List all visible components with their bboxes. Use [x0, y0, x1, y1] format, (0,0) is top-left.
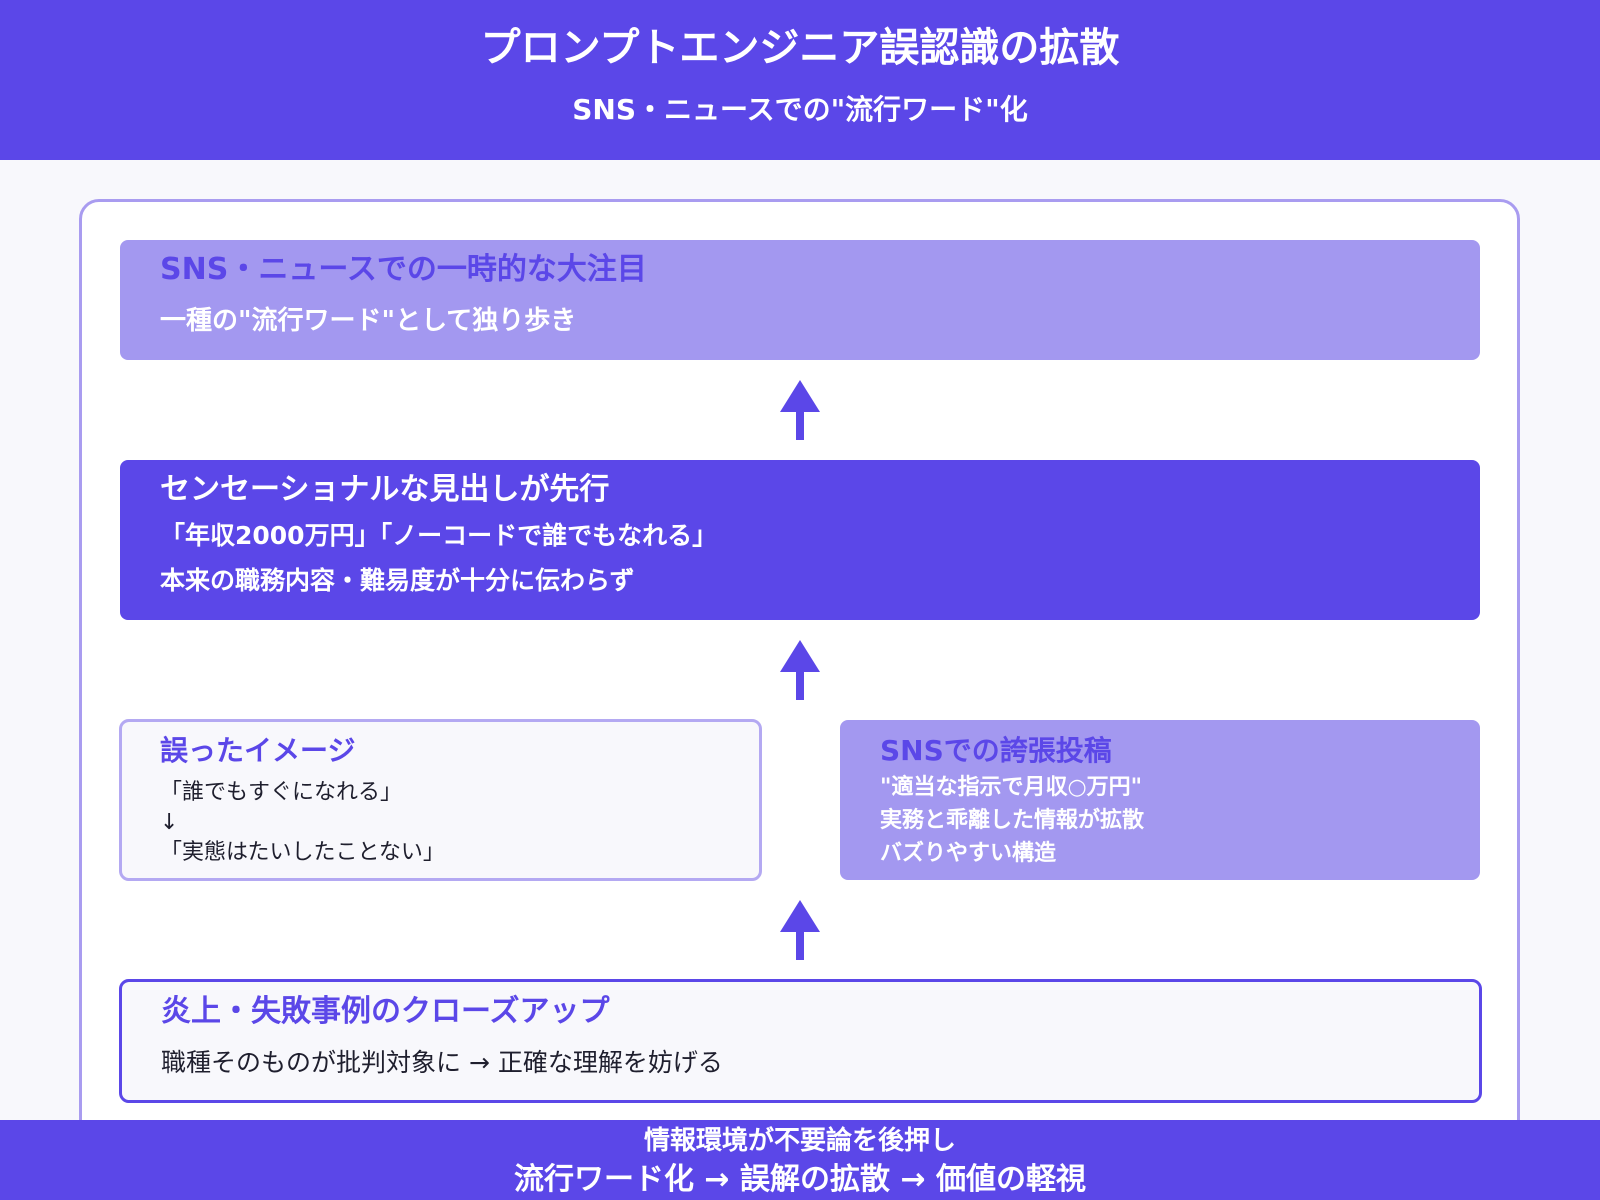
middle-box-line-1: 「年収2000万円」「ノーコードで誰でもなれる」 [160, 521, 718, 550]
arrow-up-icon [780, 900, 820, 960]
left-box-line-2: ↓ [160, 810, 179, 835]
right-box-line-2: 実務と乖離した情報が拡散 [880, 808, 1145, 833]
arrow-up-icon [780, 640, 820, 700]
page-title: プロンプトエンジニア誤認識の拡散 [480, 25, 1120, 71]
page-subtitle: SNS・ニュースでの"流行ワード"化 [572, 93, 1028, 126]
footer: 情報環境が不要論を後押し 流行ワード化 → 誤解の拡散 → 価値の軽視 [0, 1120, 1600, 1200]
left-box-line-1: 「誰でもすぐになれる」 [160, 780, 403, 805]
header: プロンプトエンジニア誤認識の拡散 SNS・ニュースでの"流行ワード"化 [0, 0, 1600, 160]
top-box-line: 一種の"流行ワード"として独り歩き [160, 306, 577, 336]
right-box: SNSでの誇張投稿 "適当な指示で月収○万円" 実務と乖離した情報が拡散 バズり… [840, 720, 1480, 880]
middle-box: センセーショナルな見出しが先行 「年収2000万円」「ノーコードで誰でもなれる」… [120, 460, 1480, 620]
right-box-line-3: バズりやすい構造 [880, 841, 1057, 866]
right-box-title: SNSでの誇張投稿 [880, 734, 1112, 767]
arrow-up-icon [780, 380, 820, 440]
bottom-box-title: 炎上・失敗事例のクローズアップ [161, 994, 610, 1029]
bottom-box: 炎上・失敗事例のクローズアップ 職種そのものが批判対象に → 正確な理解を妨げる [119, 979, 1482, 1103]
footer-line-2: 流行ワード化 → 誤解の拡散 → 価値の軽視 [513, 1162, 1087, 1197]
right-box-line-1: "適当な指示で月収○万円" [880, 775, 1143, 800]
left-box-title: 誤ったイメージ [160, 734, 356, 767]
footer-line-1: 情報環境が不要論を後押し [643, 1126, 956, 1156]
top-box-title: SNS・ニュースでの一時的な大注目 [160, 252, 647, 287]
top-box: SNS・ニュースでの一時的な大注目 一種の"流行ワード"として独り歩き [120, 240, 1480, 360]
left-box: 誤ったイメージ 「誰でもすぐになれる」 ↓ 「実態はたいしたことない」 [119, 719, 762, 881]
middle-box-line-2: 本来の職務内容・難易度が十分に伝わらず [160, 566, 635, 595]
bottom-box-line: 職種そのものが批判対象に → 正確な理解を妨げる [161, 1048, 723, 1077]
middle-box-title: センセーショナルな見出しが先行 [160, 472, 610, 507]
left-box-line-3: 「実態はたいしたことない」 [160, 840, 445, 865]
